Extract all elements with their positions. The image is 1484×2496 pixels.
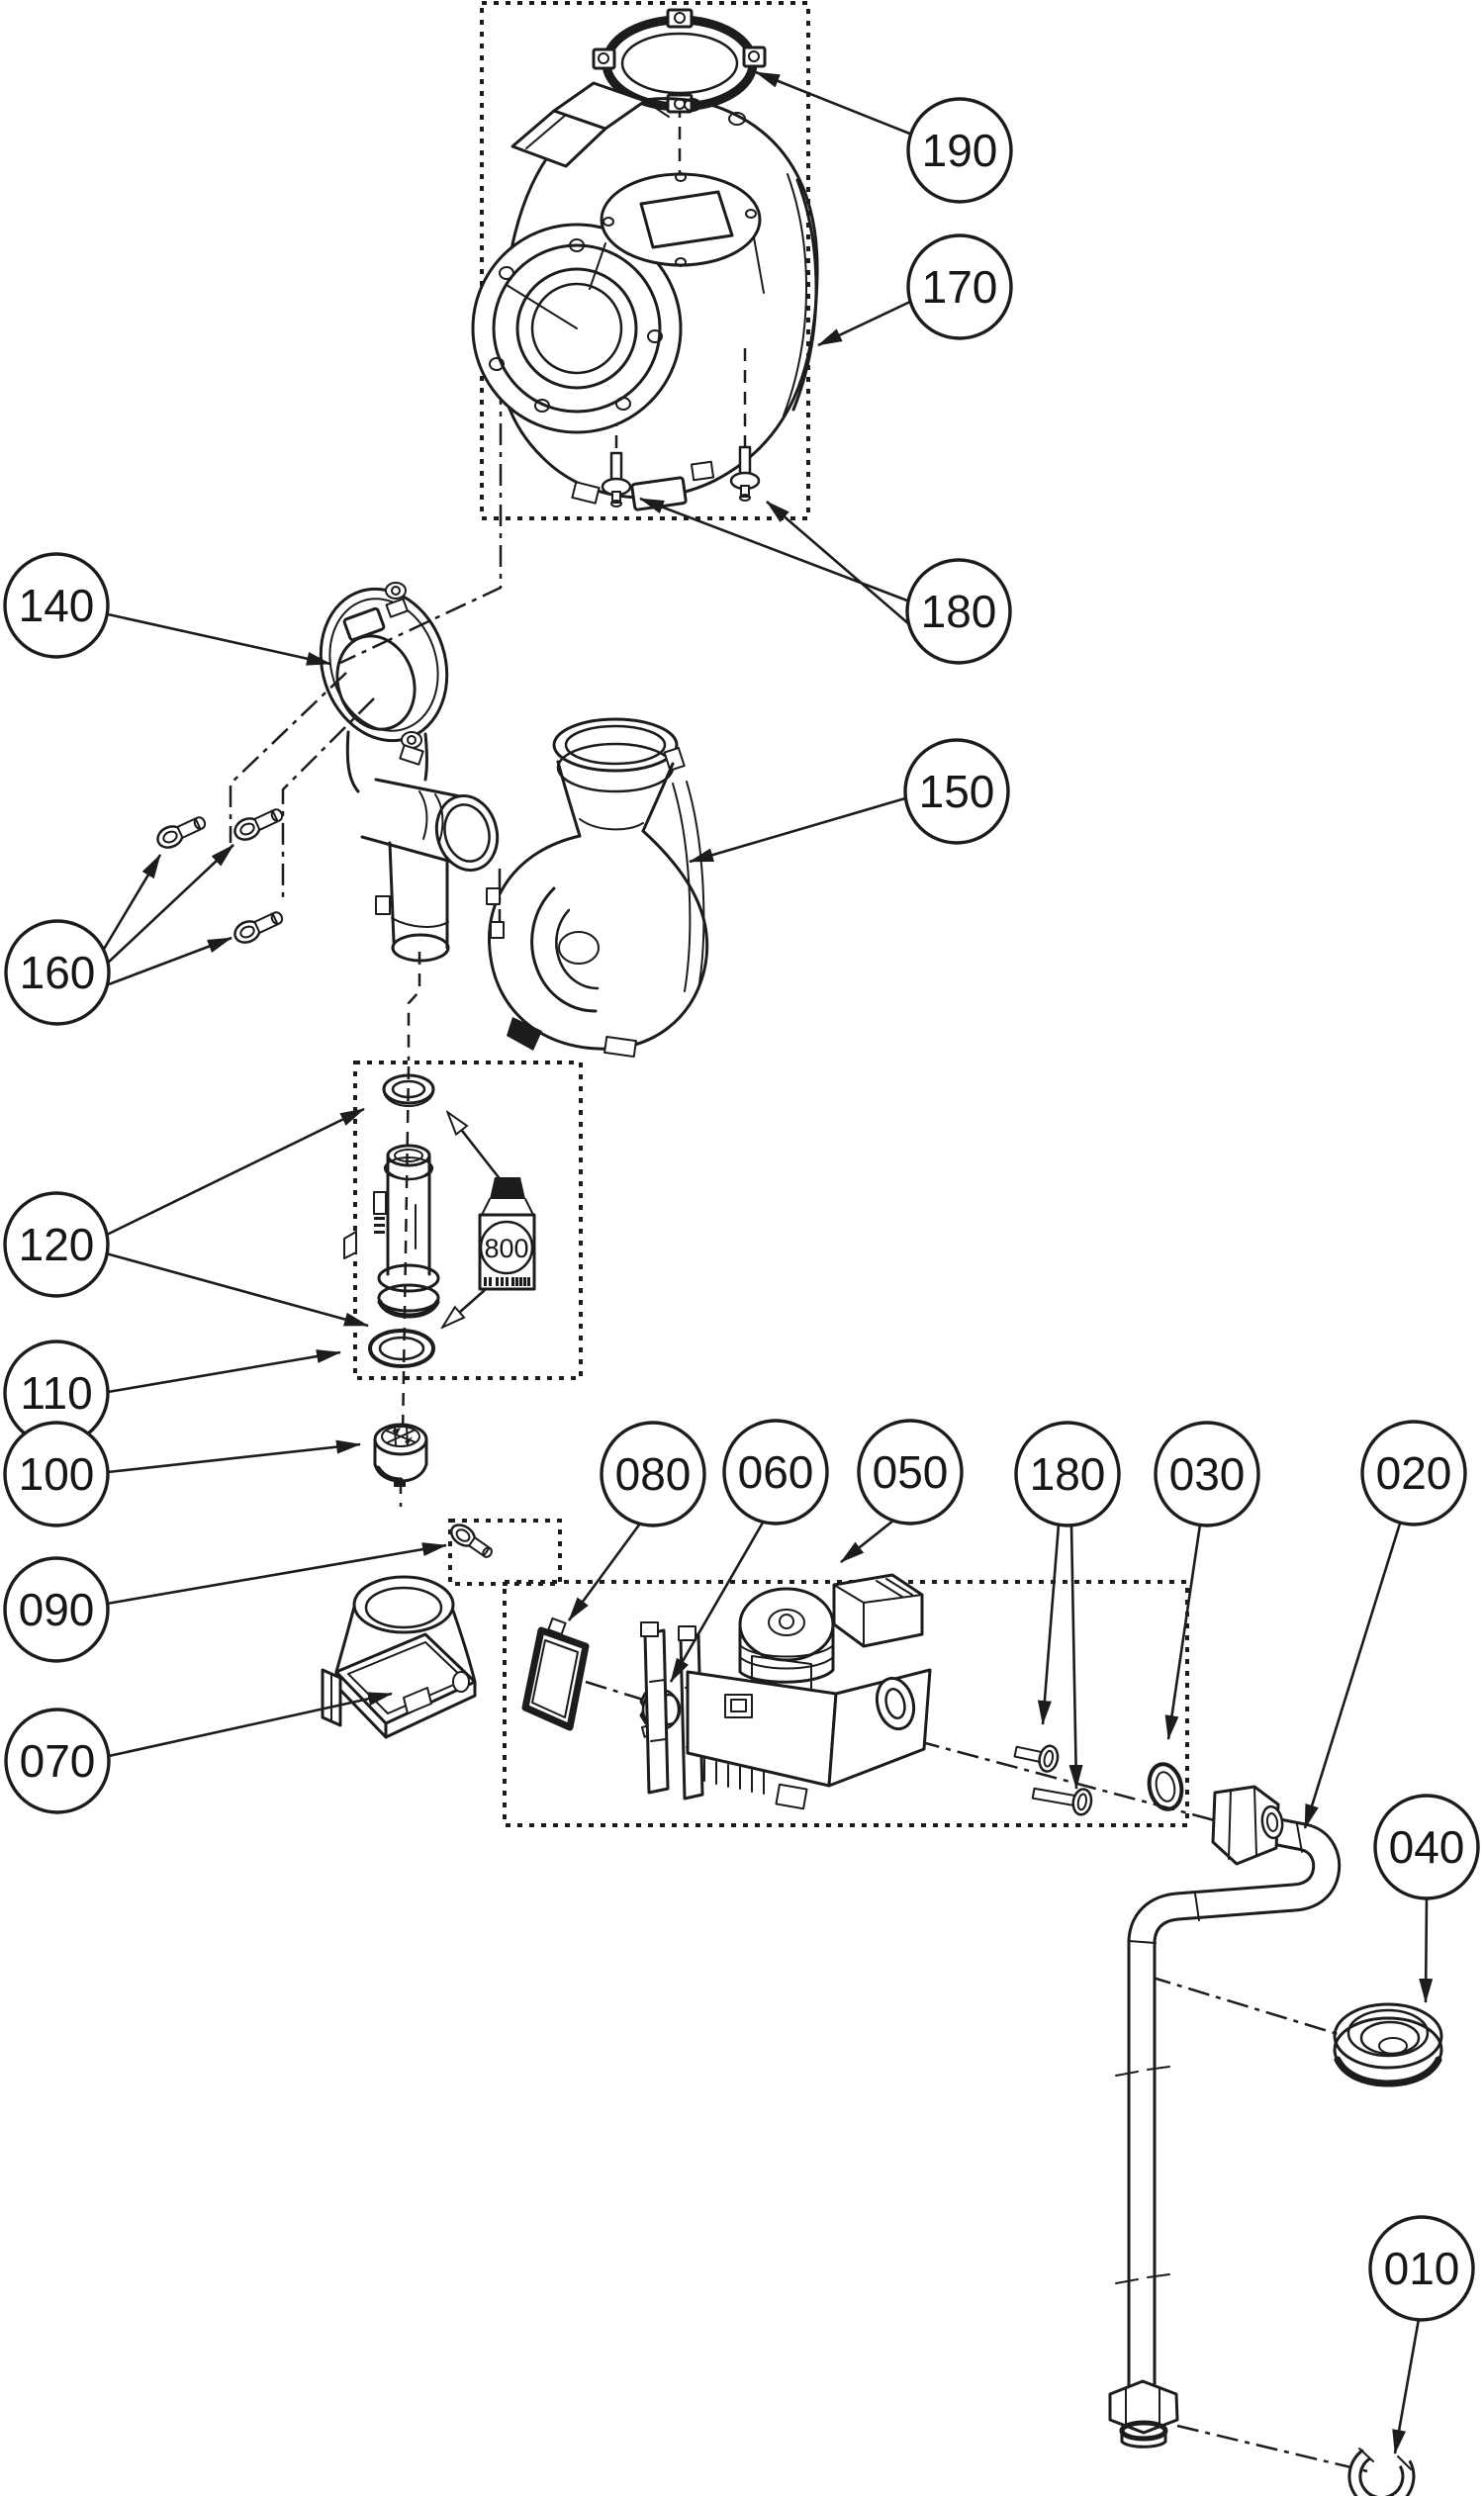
tag-800-label: 800	[484, 1234, 528, 1263]
svg-text:160: 160	[20, 947, 96, 998]
fan-group-box	[480, 1, 810, 520]
svg-text:030: 030	[1169, 1448, 1246, 1500]
venturi-oring-top-120	[382, 1073, 435, 1107]
svg-text:180: 180	[1030, 1448, 1106, 1500]
callout-030: 030	[1154, 1421, 1260, 1527]
tag-barcode	[484, 1277, 530, 1286]
callout-060: 060	[722, 1419, 829, 1525]
callout-110: 110	[3, 1340, 110, 1446]
fan-gasket-190	[592, 8, 767, 114]
svg-text:190: 190	[922, 125, 998, 176]
callout-010: 010	[1368, 2215, 1475, 2322]
callout-180-valve: 180	[1014, 1421, 1121, 1527]
svg-text:100: 100	[19, 1448, 95, 1500]
venturi-tube-110	[343, 1144, 440, 1319]
svg-text:010: 010	[1384, 2243, 1460, 2294]
oring-030	[1147, 1762, 1184, 1811]
svg-text:020: 020	[1376, 1447, 1452, 1499]
svg-text:110: 110	[20, 1367, 92, 1419]
svg-text:040: 040	[1389, 1821, 1465, 1873]
venturi-oring-bottom-120	[368, 1329, 435, 1368]
flue-elbow-140	[319, 582, 500, 963]
callouts: 190 170 180 140 150 160 120 110 100 090 …	[3, 97, 1480, 2322]
callout-040: 040	[1373, 1794, 1480, 1900]
svg-text:140: 140	[19, 580, 95, 631]
callout-050: 050	[857, 1419, 964, 1525]
venturi-group-box	[353, 1061, 583, 1380]
clip-010	[1347, 2448, 1416, 2496]
callout-190: 190	[906, 97, 1013, 204]
svg-text:090: 090	[19, 1584, 95, 1635]
lubricant-tag-800: 800	[443, 1113, 536, 1327]
swirl-plate-100	[373, 1423, 428, 1487]
callout-100: 100	[3, 1421, 110, 1527]
callout-020: 020	[1360, 1420, 1467, 1526]
svg-text:080: 080	[615, 1448, 692, 1500]
callout-160: 160	[4, 919, 111, 1026]
callout-170: 170	[906, 233, 1013, 340]
callout-080: 080	[600, 1421, 706, 1527]
grommet-040	[1333, 2002, 1443, 2087]
callout-150: 150	[903, 738, 1010, 845]
fan-screws-180	[601, 445, 761, 508]
callout-120: 120	[3, 1191, 110, 1298]
construction-lines	[229, 105, 1368, 2473]
gas-valve-050	[640, 1573, 932, 1810]
svg-text:060: 060	[738, 1446, 814, 1498]
valve-screws-180	[1013, 1744, 1093, 1816]
svg-text:050: 050	[873, 1446, 949, 1498]
callout-090: 090	[3, 1556, 110, 1663]
burner-flange-070	[321, 1575, 477, 1739]
svg-text:180: 180	[921, 586, 997, 637]
svg-text:170: 170	[922, 261, 998, 313]
svg-text:150: 150	[919, 766, 995, 817]
grommet-screws-160	[156, 808, 284, 944]
svg-text:070: 070	[20, 1735, 96, 1787]
callout-140: 140	[3, 552, 110, 659]
fan-170	[471, 81, 819, 511]
leader-lines	[101, 70, 1434, 2454]
callout-180-top: 180	[905, 558, 1012, 665]
svg-text:120: 120	[19, 1219, 95, 1270]
callout-070: 070	[4, 1708, 111, 1814]
gas-pipe-020	[1108, 1785, 1342, 2449]
valve-gasket-080	[521, 1617, 590, 1731]
screw-090	[449, 1524, 493, 1558]
air-duct-150	[486, 717, 709, 1059]
